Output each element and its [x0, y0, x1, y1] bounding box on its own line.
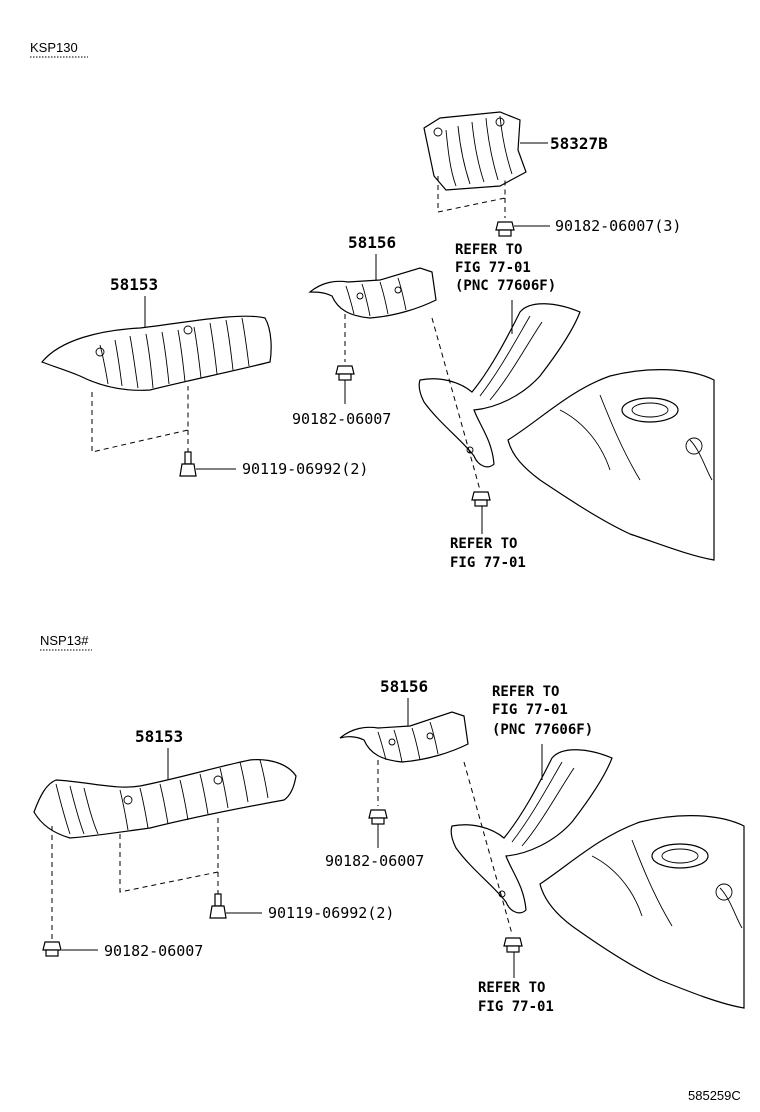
- refer-to-fig-line1-bottom: REFER TO: [478, 980, 545, 996]
- nut-icon: [335, 365, 355, 381]
- refer-to-line1-top: REFER TO: [455, 242, 522, 258]
- refer-to-fig-line2-top: FIG 77-01: [450, 555, 526, 571]
- nut-icon: [42, 941, 62, 957]
- fuel-tank: [507, 369, 715, 561]
- heat-insulator-58156: [339, 711, 469, 763]
- figure-id: 585259C: [688, 1088, 741, 1103]
- refer-to-fig-line1-top: REFER TO: [450, 536, 517, 552]
- refer-to-line2-bottom: FIG 77-01: [492, 702, 568, 718]
- nut-icon: [368, 809, 388, 825]
- dash-58153-top: [91, 386, 189, 453]
- part-number-58327b: 58327B: [550, 134, 608, 153]
- section-label-nsp13: NSP13#: [40, 633, 89, 648]
- section-label-ksp130: KSP130: [30, 40, 78, 55]
- part-number-58153: 58153: [110, 275, 158, 294]
- part-number-90182-06007-bottom-a: 90182-06007: [325, 852, 424, 870]
- nut-icon: [495, 221, 515, 237]
- fuel-tank: [539, 815, 745, 1009]
- heat-insulator-58153: [41, 315, 272, 391]
- dash-58327b: [437, 176, 506, 213]
- part-number-90182-06007-bottom-b: 90182-06007: [104, 942, 203, 960]
- part-number-90119-06992-2-bottom: 90119-06992(2): [268, 904, 394, 922]
- nut-icon: [503, 937, 523, 953]
- bolt-icon: [209, 893, 227, 919]
- heat-insulator-58327b: [423, 111, 527, 191]
- dash-58153-bottom: [119, 818, 219, 893]
- part-number-58156-bottom: 58156: [380, 677, 428, 696]
- exhaust-pipe-bracket: [450, 749, 613, 914]
- part-number-58153-bottom: 58153: [135, 727, 183, 746]
- heat-insulator-58156: [308, 267, 437, 319]
- refer-to-line3-bottom: (PNC 77606F): [492, 722, 593, 738]
- nut-icon: [471, 491, 491, 507]
- bolt-icon: [179, 451, 197, 477]
- part-number-90182-06007-3: 90182-06007(3): [555, 217, 681, 235]
- part-number-90119-06992-2-top: 90119-06992(2): [242, 460, 368, 478]
- part-number-90182-06007-top: 90182-06007: [292, 410, 391, 428]
- part-number-58156-top: 58156: [348, 233, 396, 252]
- heat-insulator-58153: [33, 759, 297, 839]
- refer-to-fig-line2-bottom: FIG 77-01: [478, 999, 554, 1015]
- refer-to-line3-top: (PNC 77606F): [455, 278, 556, 294]
- dash-bracket-bottom: [463, 761, 513, 935]
- dash-bracket-top: [431, 317, 481, 491]
- refer-to-line1-bottom: REFER TO: [492, 684, 559, 700]
- exhaust-pipe-bracket: [418, 303, 581, 468]
- refer-to-line2-top: FIG 77-01: [455, 260, 531, 276]
